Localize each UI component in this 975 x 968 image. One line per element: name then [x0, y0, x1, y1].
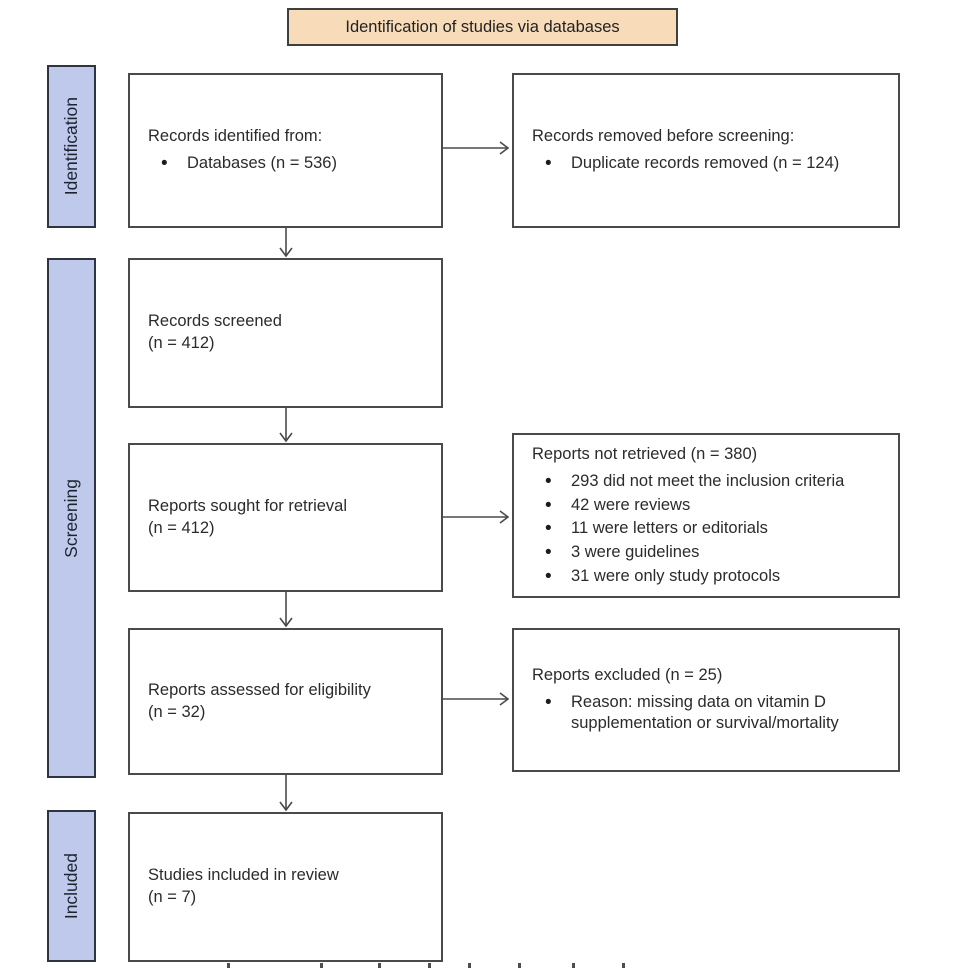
clipped-caption-fragment	[518, 963, 521, 968]
bullet-item: 3 were guidelines	[532, 540, 886, 565]
arrow-screened-to-sought-icon	[278, 408, 294, 444]
arrow-identified-to-removed-icon	[443, 140, 512, 156]
stage-label-included: Included	[61, 852, 81, 920]
clipped-caption-fragment	[320, 963, 323, 968]
box-studies-included: Studies included in review (n = 7)	[128, 812, 443, 962]
stage-label-identification: Identification	[61, 97, 81, 196]
bullet-list: Reason: missing data on vitamin D supple…	[532, 690, 886, 736]
box-reports-excluded: Reports excluded (n = 25) Reason: missin…	[512, 628, 900, 772]
arrow-identified-to-screened-icon	[278, 228, 294, 259]
clipped-caption-fragment	[468, 963, 471, 968]
box-records-screened: Records screened (n = 412)	[128, 258, 443, 408]
stage-bar-included: Included	[47, 810, 96, 962]
bullet-item: 42 were reviews	[532, 493, 886, 518]
bullet-item: 31 were only study protocols	[532, 564, 886, 589]
box-title: Studies included in review	[148, 866, 339, 885]
box-count: (n = 32)	[148, 702, 206, 721]
box-title: Reports excluded (n = 25)	[532, 665, 723, 684]
bullet-item: Duplicate records removed (n = 124)	[532, 151, 886, 176]
box-count: (n = 412)	[148, 518, 215, 537]
box-title: Reports assessed for eligibility	[148, 680, 371, 699]
stage-bar-identification: Identification	[47, 65, 96, 228]
box-title: Reports sought for retrieval	[148, 496, 348, 515]
clipped-caption-fragment	[227, 963, 230, 968]
box-title: Reports not retrieved (n = 380)	[532, 445, 758, 463]
clipped-caption-fragment	[428, 963, 431, 968]
bullet-item: Databases (n = 536)	[148, 151, 429, 176]
bullet-list: Duplicate records removed (n = 124)	[532, 151, 886, 176]
bullet-list: 293 did not meet the inclusion criteria4…	[532, 469, 886, 589]
box-title: Records identified from:	[148, 127, 323, 146]
box-reports-not-retrieved: Reports not retrieved (n = 380) 293 did …	[512, 433, 900, 598]
arrow-sought-to-assessed-icon	[278, 592, 294, 629]
bullet-list: Databases (n = 536)	[148, 151, 429, 176]
box-records-removed: Records removed before screening: Duplic…	[512, 73, 900, 228]
box-records-identified: Records identified from: Databases (n = …	[128, 73, 443, 228]
diagram-title-banner: Identification of studies via databases	[287, 8, 678, 46]
stage-bar-screening: Screening	[47, 258, 96, 778]
arrow-sought-to-not-retrieved-icon	[443, 509, 512, 525]
stage-label-screening: Screening	[61, 478, 81, 558]
bullet-item: 11 were letters or editorials	[532, 516, 886, 541]
box-reports-sought: Reports sought for retrieval (n = 412)	[128, 443, 443, 592]
clipped-caption-fragment	[622, 963, 625, 968]
box-count: (n = 412)	[148, 334, 215, 352]
box-title: Records screened	[148, 312, 282, 331]
bullet-item: Reason: missing data on vitamin D supple…	[532, 690, 886, 736]
clipped-caption-fragment	[572, 963, 575, 968]
clipped-caption-fragment	[378, 963, 381, 968]
arrow-assessed-to-excluded-icon	[443, 691, 512, 707]
bullet-item: 293 did not meet the inclusion criteria	[532, 469, 886, 494]
box-title: Records removed before screening:	[532, 127, 795, 146]
box-count: (n = 7)	[148, 888, 197, 906]
arrow-assessed-to-included-icon	[278, 775, 294, 813]
diagram-title: Identification of studies via databases	[345, 17, 620, 36]
box-reports-assessed: Reports assessed for eligibility (n = 32…	[128, 628, 443, 775]
